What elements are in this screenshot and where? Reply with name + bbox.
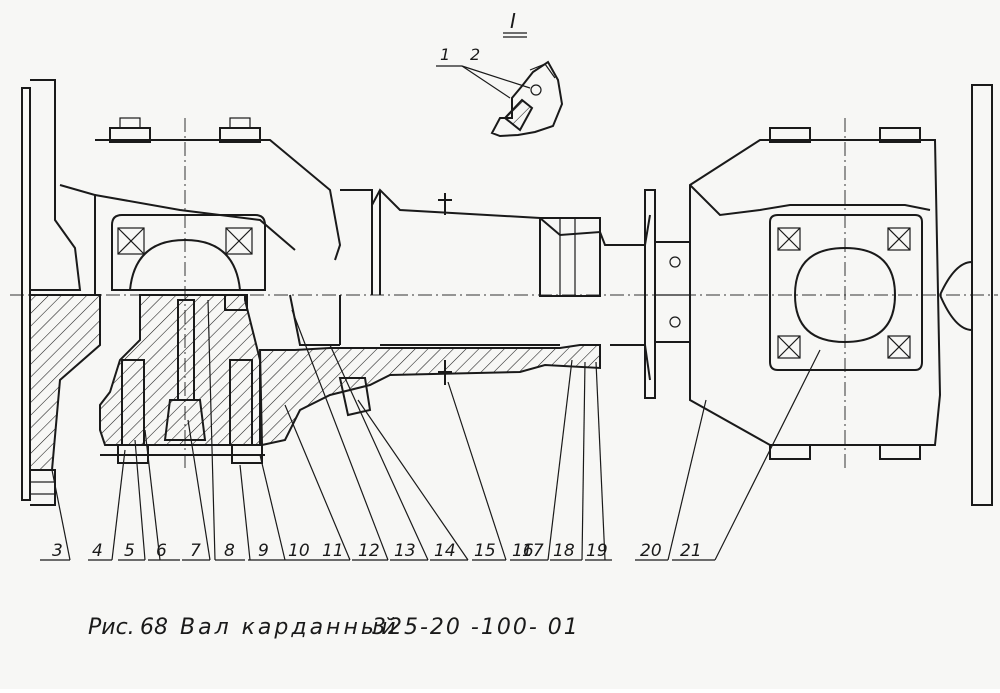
tube-section: [258, 344, 601, 447]
shaft-body: [289, 188, 620, 385]
callout-18: 18: [553, 541, 575, 561]
figure-caption: Рис. 68 Вал карданный 325-20 -100- 01: [88, 615, 580, 640]
caption-prefix: Рис.: [88, 615, 135, 640]
callout-3: 3: [52, 541, 63, 561]
right-spacer-ring: [610, 189, 691, 399]
callout-21: 21: [680, 541, 702, 561]
callout-8: 8: [224, 541, 235, 561]
callout-17: 17: [522, 541, 544, 561]
caption-title: Вал карданный: [180, 615, 399, 640]
caption-number: 68: [140, 615, 168, 640]
left-flange: [21, 79, 101, 506]
callout-19: 19: [586, 541, 608, 561]
callout-10: 10: [288, 541, 310, 561]
callout-15: 15: [474, 541, 496, 561]
callout-9: 9: [258, 541, 269, 561]
detail-callout-1: 1: [440, 45, 450, 64]
callout-14: 14: [434, 541, 456, 561]
callout-12: 12: [358, 541, 380, 561]
callout-4: 4: [92, 541, 103, 561]
detail-view-i: I 1 2: [436, 9, 564, 138]
right-flange: [939, 84, 993, 506]
detail-callout-2: 2: [470, 45, 480, 64]
callout-20: 20: [640, 541, 662, 561]
callout-6: 6: [156, 541, 167, 561]
caption-code: 325-20 -100- 01: [372, 615, 580, 640]
callout-5: 5: [124, 541, 135, 561]
callout-13: 13: [394, 541, 416, 561]
detail-label: I: [510, 9, 516, 33]
right-bearing-bolts: [777, 227, 911, 359]
callout-11: 11: [322, 541, 344, 561]
right-yoke-housing: [689, 118, 942, 470]
callout-labels: 3 4 5 6 7 8 9 10 11 12 13 14 15 16 17 18…: [52, 541, 702, 561]
left-trunnion-section: [99, 294, 265, 464]
callout-7: 7: [190, 541, 201, 561]
leader-lines: [40, 299, 821, 561]
callout-16: 16: [512, 541, 534, 561]
